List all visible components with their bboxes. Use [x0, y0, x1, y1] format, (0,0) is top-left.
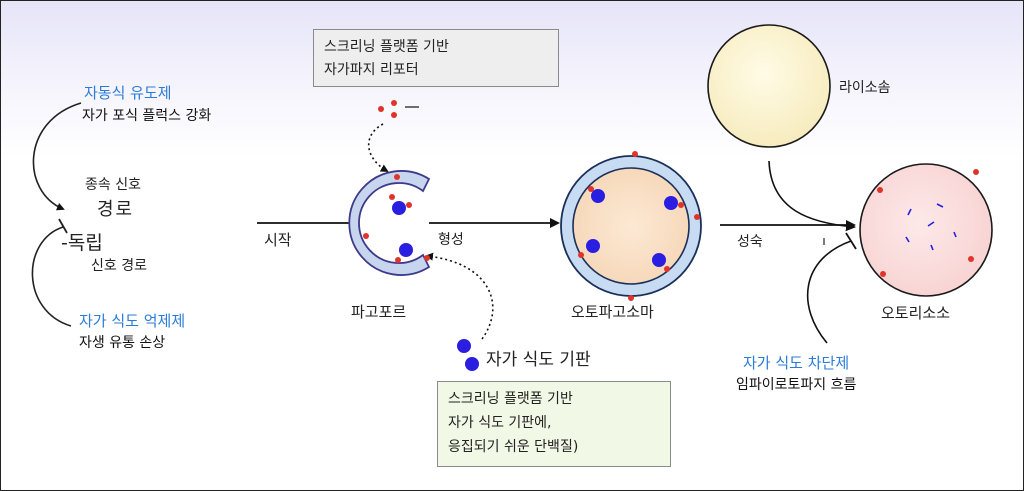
inhibitor-curve-right	[806, 240, 852, 344]
lysosome-fusion-arrow	[768, 160, 856, 232]
substrate-box-line2: 자가 식도 기판에,	[448, 415, 552, 431]
substrate-box-line3: 응집되기 쉬운 단백질)	[448, 439, 579, 455]
substrate-legend-label: 자가 식도 기판	[486, 350, 591, 370]
phagophore-shape	[348, 170, 431, 276]
autophagosome-inner	[572, 167, 690, 285]
inducers-title: 자동식 유도제	[84, 84, 172, 102]
dependent-pathway-line2: 경로	[97, 199, 135, 220]
inhibitors-right-title: 자가 식도 차단제	[743, 354, 850, 372]
reporter-dot	[391, 100, 397, 106]
phagophore-label: 파고포르	[351, 303, 407, 321]
screening-reporter-line1: 스크리닝 플랫폼 기반	[324, 39, 449, 55]
inhibitor-curve-left	[31, 226, 72, 327]
independent-pathway-line2: 신호 경로	[91, 258, 147, 274]
formation-label: 형성	[438, 232, 464, 248]
reporter-dot	[391, 112, 397, 118]
lysosome-shape	[707, 24, 831, 148]
inducer-arrow	[32, 102, 82, 211]
independent-pathway-line1: -독립	[61, 232, 103, 254]
dependent-pathway-line1: 종속 신호	[85, 177, 141, 193]
maturation-label: 성숙	[737, 234, 763, 250]
initiation-label: 시작	[264, 231, 292, 249]
screening-reporter-box: 스크리닝 플랫폼 기반 자가파지 리포터	[313, 29, 559, 87]
inhibitor-bar-left	[58, 218, 68, 234]
phagophore-substrate	[392, 201, 406, 215]
substrate-box-line1: 스크리닝 플랫폼 기반	[448, 391, 573, 407]
inhibitor-bar-right	[845, 232, 857, 250]
autolysosome-shape	[859, 163, 993, 297]
reporter-dotted-arrow	[367, 123, 389, 172]
autophagosome-label: 오토파고소마	[571, 303, 654, 321]
substrate-legend-dot	[457, 339, 471, 353]
phagophore-substrate	[399, 243, 413, 257]
substrate-dotted-arrow	[425, 252, 494, 340]
inducers-desc: 자가 포식 플럭스 강화	[82, 108, 212, 124]
inhibitors-left-desc: 자생 유통 손상	[79, 335, 166, 351]
lysosome-label: 라이소솜	[839, 80, 891, 96]
inhibitors-right-desc: 임파이로토파지 흐름	[736, 377, 857, 393]
autolysosome-label: 오토리소소	[881, 304, 951, 322]
substrate-legend-dot	[465, 357, 479, 371]
reporter-dot	[378, 106, 384, 112]
screening-reporter-line2: 자가파지 리포터	[324, 62, 419, 78]
inhibitors-left-title: 자가 식도 억제제	[79, 312, 186, 330]
substrate-screening-box: 스크리닝 플랫폼 기반 자가 식도 기판에, 응집되기 쉬운 단백질)	[437, 381, 671, 467]
